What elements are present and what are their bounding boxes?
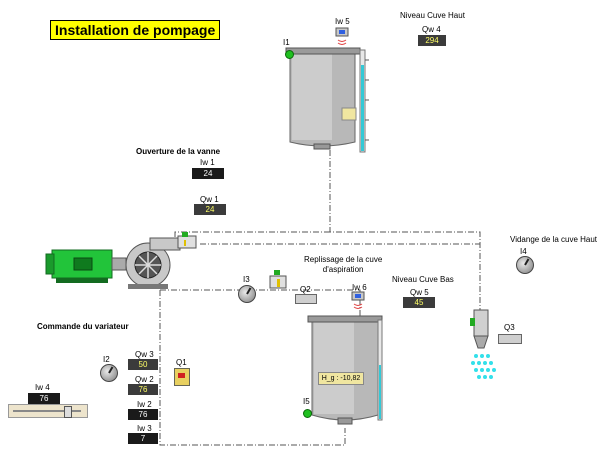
tag-i3: I3 [243,275,250,284]
tag-i1: I1 [283,38,290,47]
upper-tank [285,47,361,150]
display-iw2: 76 [128,409,158,420]
label-niveau-cuve-bas: Niveau Cuve Bas [392,275,454,284]
tag-qw5: Qw 5 [410,288,429,297]
display-qw2[interactable]: 76 [128,384,158,395]
speed-slider[interactable] [8,404,88,418]
tag-q2: Q2 [300,285,311,294]
tag-i2: I2 [103,355,110,364]
label-niveau-cuve-haut: Niveau Cuve Haut [400,11,465,20]
actuator-q2[interactable] [295,294,317,304]
tag-qw4: Qw 4 [422,25,441,34]
display-iw4: 76 [28,393,60,404]
tag-iw1: Iw 1 [200,158,215,167]
q1-lamp-icon [178,373,185,378]
display-h-g: H_g : -10,82 [318,372,364,385]
pump [125,237,181,289]
label-vidange: Vidange de la cuve Haut [510,235,598,244]
slider-thumb[interactable] [64,406,72,418]
switch-i2-knob[interactable] [100,364,118,382]
switch-i3-knob[interactable] [238,285,256,303]
outlet-valve [177,232,197,249]
tag-qw1: Qw 1 [200,195,219,204]
label-remplissage: Replissage de la cuve d'aspiration [304,255,383,274]
tag-i4: I4 [520,247,527,256]
display-iw1: 24 [192,168,224,179]
water-spray [471,354,496,379]
indicator-i5-led [303,409,312,418]
display-qw4: 294 [418,35,446,46]
tag-iw6: Iw 6 [352,283,367,292]
tag-iw2: Iw 2 [137,400,152,409]
display-iw3: 7 [128,433,158,444]
tag-i5: I5 [303,397,310,406]
tag-iw5: Iw 5 [335,17,350,26]
tag-qw2: Qw 2 [135,375,154,384]
level-sensor-iw6 [351,291,365,309]
indicator-q1 [174,368,190,386]
tag-q1: Q1 [176,358,187,367]
label-commande-variateur: Commande du variateur [37,322,129,331]
display-qw3[interactable]: 50 [128,359,158,370]
tag-iw4: Iw 4 [35,383,50,392]
lower-tank [307,315,383,425]
tag-q3: Q3 [504,323,515,332]
level-sensor-iw5 [335,27,349,45]
q2-valve [269,270,287,289]
drain-nozzle [470,309,489,349]
display-qw5: 45 [403,297,435,308]
tag-iw3: Iw 3 [137,424,152,433]
label-ouverture-vanne: Ouverture de la vanne [136,147,221,156]
pipes [159,150,481,446]
tag-qw3: Qw 3 [135,350,154,359]
actuator-q3[interactable] [498,334,522,344]
switch-i4-knob[interactable] [516,256,534,274]
page-title: Installation de pompage [50,20,221,40]
slider-track [13,410,81,412]
indicator-i1-led [285,50,294,59]
display-qw1[interactable]: 24 [194,204,226,215]
motor [45,249,127,283]
